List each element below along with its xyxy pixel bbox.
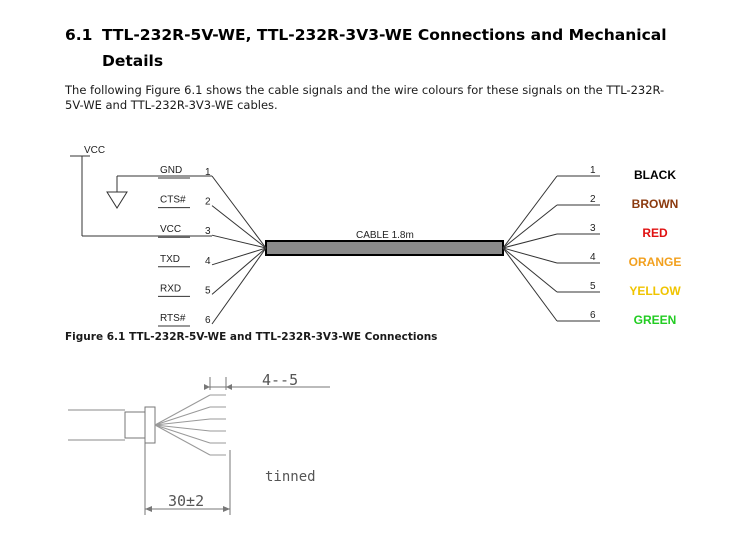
- section-heading: 6.1 TTL-232R-5V-WE, TTL-232R-3V3-WE Conne…: [65, 22, 705, 74]
- section-number: 6.1: [65, 26, 93, 44]
- wire-colour-label: BROWN: [632, 197, 679, 211]
- right-pin-number: 1: [590, 165, 596, 176]
- strip-arrow-2-icon: [226, 384, 232, 390]
- cable-body: [265, 240, 504, 256]
- wire-colour-label: BLACK: [634, 168, 676, 182]
- wire-colour-label: ORANGE: [629, 255, 682, 269]
- length-arrow-left-icon: [145, 506, 152, 512]
- left-fan-wire: [211, 247, 267, 295]
- mech-wire: [154, 424, 211, 432]
- wire-colour-label: YELLOW: [629, 284, 681, 298]
- right-pin-number: 3: [590, 223, 596, 234]
- left-pin-number: 3: [205, 226, 211, 237]
- mechanical-drawing: 4--5 30±2 tinned: [68, 371, 330, 515]
- section-title: TTL-232R-5V-WE, TTL-232R-3V3-WE Connecti…: [102, 26, 667, 44]
- wire-colour-label: GREEN: [634, 313, 677, 327]
- section-title-continued: Details: [102, 52, 164, 70]
- cable-label: CABLE 1.8m: [356, 230, 414, 241]
- right-pin-number: 2: [590, 194, 596, 205]
- left-pin-number: 4: [205, 256, 211, 267]
- left-fan-wire: [211, 247, 267, 266]
- left-fan-wire: [211, 205, 267, 249]
- signal-label: VCC: [160, 224, 181, 235]
- left-fan-wire: [211, 234, 267, 249]
- mech-wire: [154, 394, 211, 426]
- intro-paragraph: The following Figure 6.1 shows the cable…: [65, 83, 695, 113]
- signal-label: CTS#: [160, 195, 186, 206]
- mech-wire: [154, 406, 211, 426]
- left-fan-wire: [211, 175, 267, 249]
- right-pin-number: 6: [590, 310, 596, 321]
- signal-label: GND: [160, 165, 182, 176]
- right-fan-wire: [502, 175, 558, 249]
- strip-arrow-icon: [204, 384, 210, 390]
- strip-dimension: 4--5: [262, 371, 298, 389]
- left-fan-wire: [211, 247, 267, 325]
- vcc-label: VCC: [84, 145, 105, 156]
- figure-caption: Figure 6.1 TTL-232R-5V-WE and TTL-232R-3…: [65, 331, 438, 343]
- intro-line-2: 5V-WE and TTL-232R-3V3-WE cables.: [65, 98, 278, 112]
- mech-wire: [154, 424, 211, 444]
- intro-line-1: The following Figure 6.1 shows the cable…: [65, 83, 665, 97]
- right-pin-number: 5: [590, 281, 596, 292]
- mech-wire: [154, 418, 211, 426]
- ground-icon: [106, 191, 128, 209]
- wire-colour-label: RED: [642, 226, 668, 240]
- right-fan-wire: [502, 233, 558, 249]
- left-pin-number: 1: [205, 167, 211, 178]
- right-fan-wire: [502, 247, 558, 264]
- left-pin-number: 6: [205, 315, 211, 326]
- signal-label: RXD: [160, 283, 181, 294]
- right-fan-wire: [502, 247, 558, 322]
- signal-label: TXD: [160, 254, 180, 265]
- length-arrow-right-icon: [223, 506, 230, 512]
- right-fan-wire: [502, 247, 558, 293]
- right-pin-number: 4: [590, 252, 596, 263]
- heatshrink-sleeve: [124, 411, 146, 439]
- left-pin-number: 5: [205, 285, 211, 296]
- right-fan-wire: [502, 204, 558, 249]
- left-pin-number: 2: [205, 197, 211, 208]
- signal-label: RTS#: [160, 313, 186, 324]
- length-dimension: 30±2: [168, 492, 204, 510]
- jacket-end: [144, 406, 156, 444]
- tinned-note: tinned: [265, 469, 316, 485]
- mech-wire: [154, 424, 211, 456]
